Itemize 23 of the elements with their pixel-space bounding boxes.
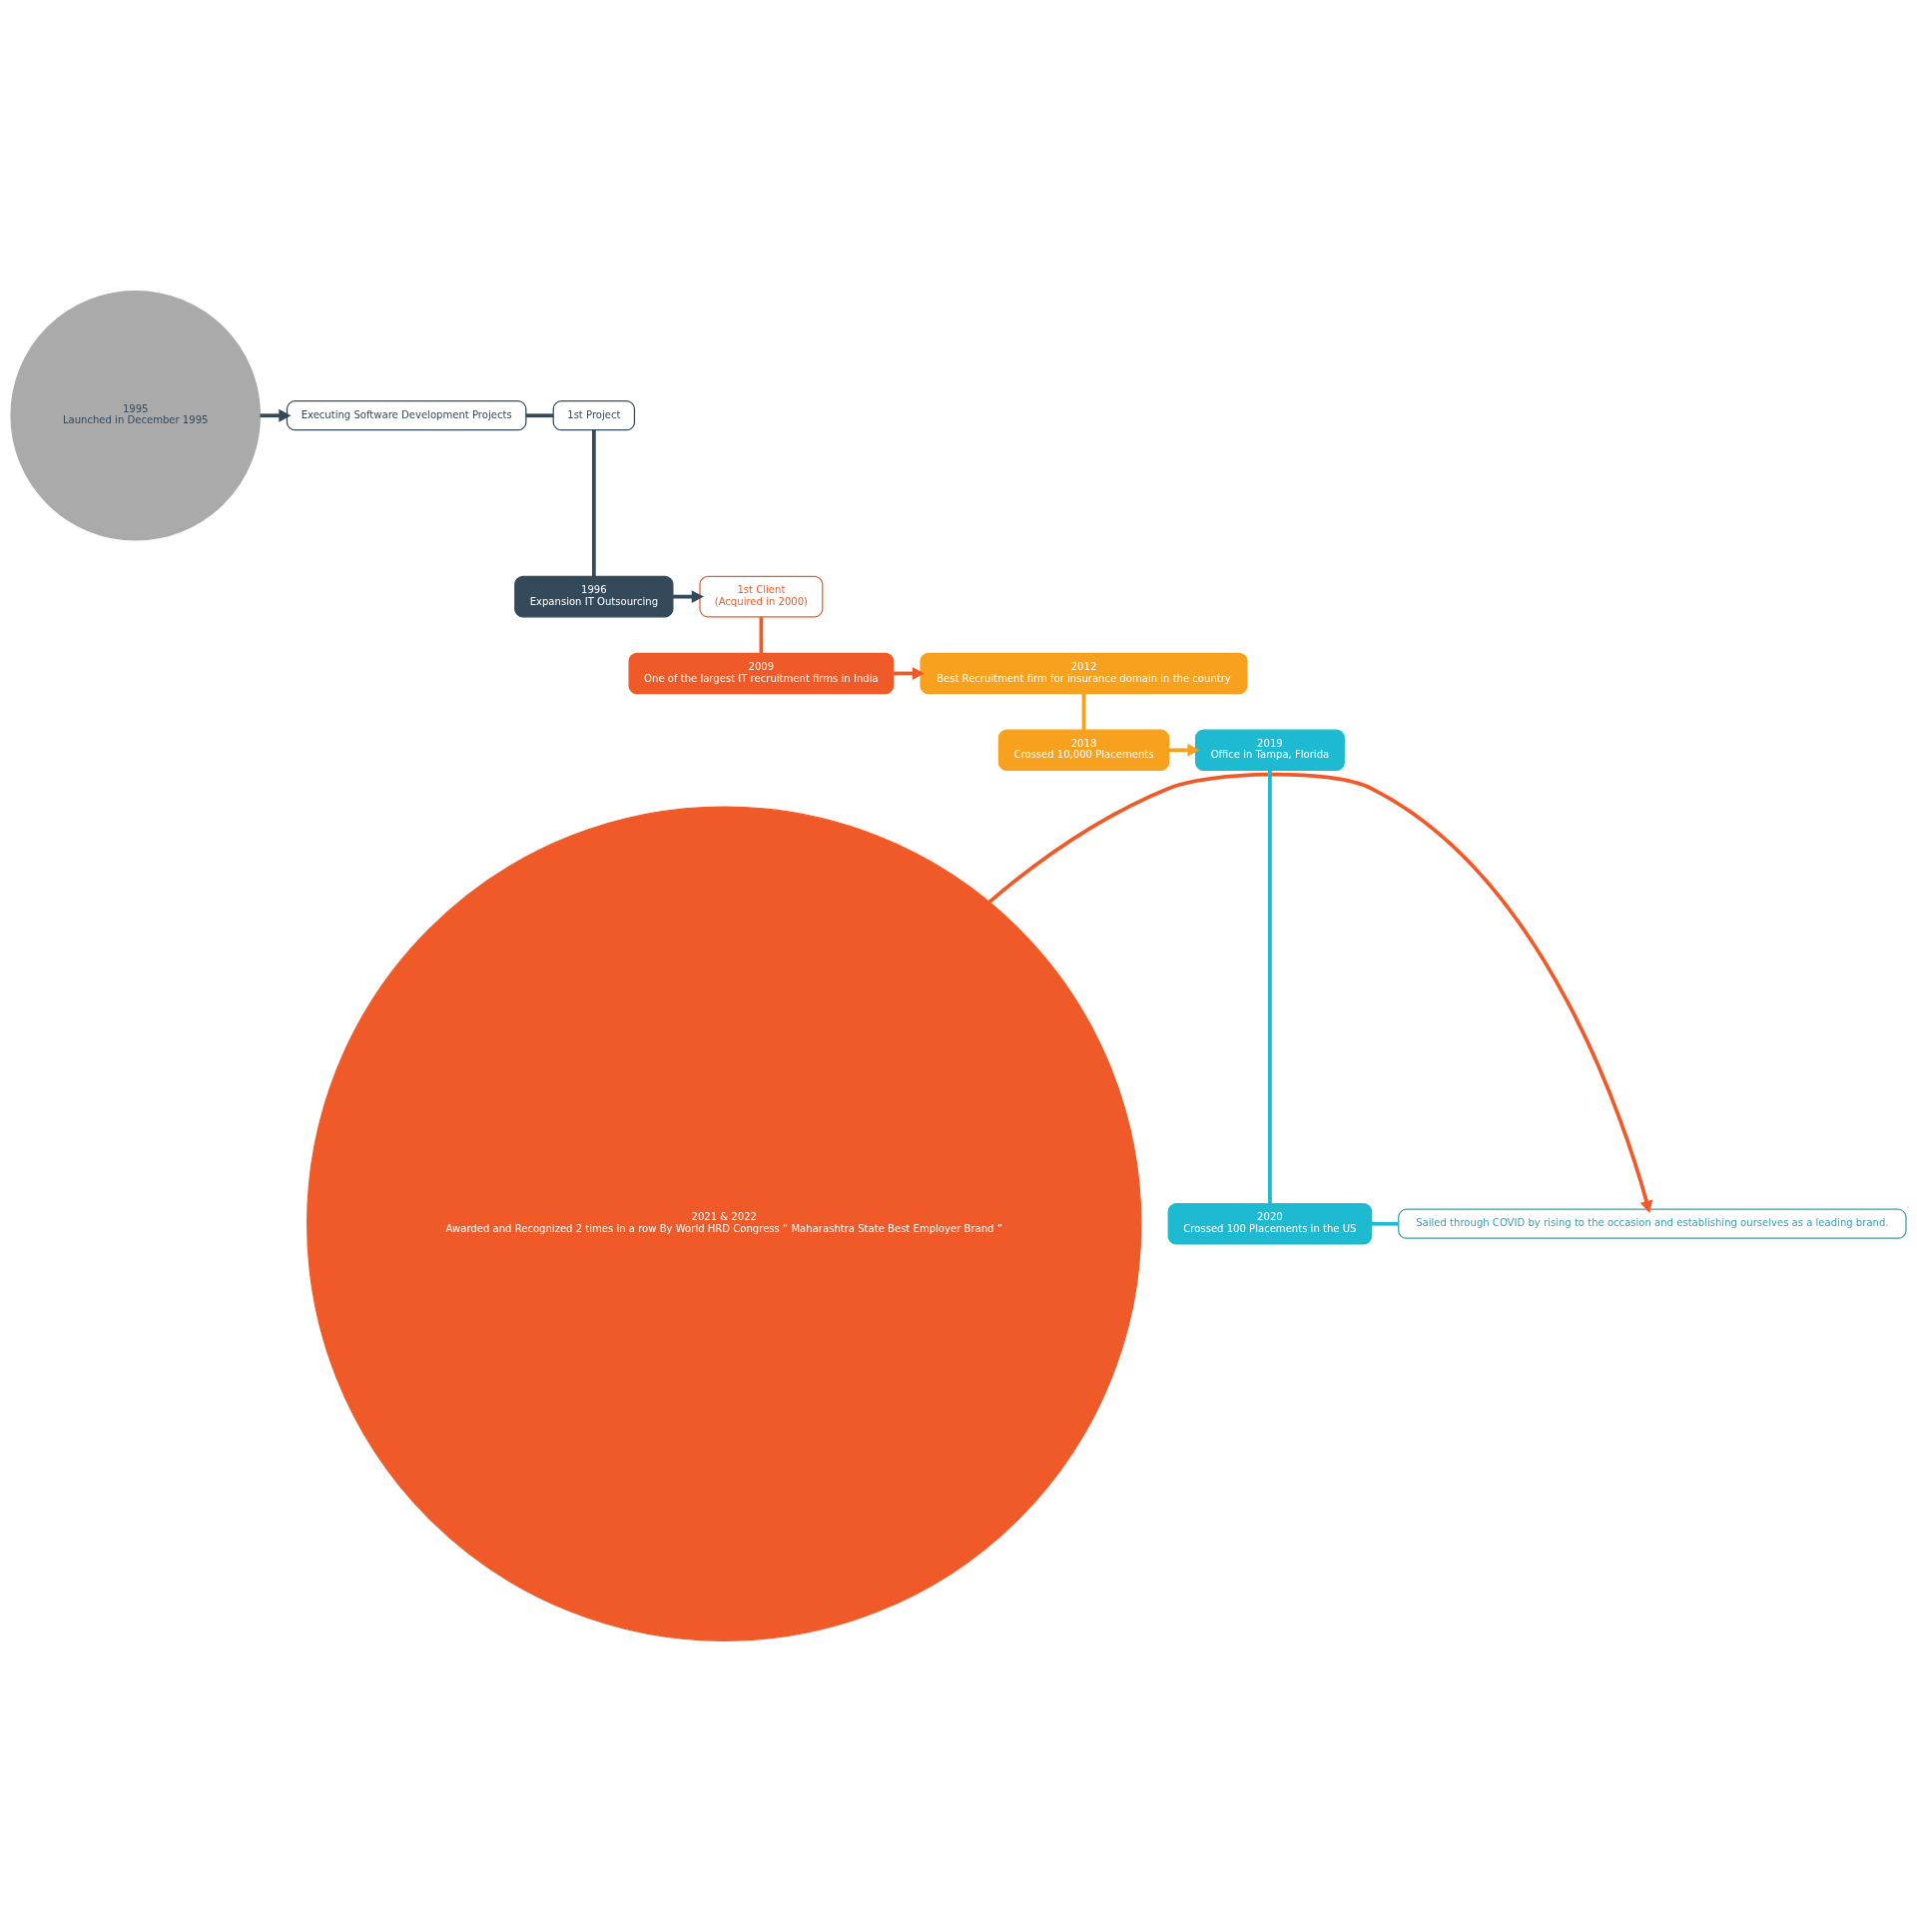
node-circle: 2021 & 2022 Awarded and Recognized 2 times in a row By World HRD Congress “ Maharashtra State Best Employer Brand ” <box>307 806 1142 1641</box>
node-box: 2019 Office in Tampa, Florida <box>1194 729 1345 772</box>
node-circle: 1995 Launched in December 1995 <box>10 290 261 541</box>
node-box: 2009 One of the largest IT recruitment firms in India <box>628 652 895 695</box>
node-box: Sailed through COVID by rising to the occasion and establishing ourselves as a leading brand. <box>1398 1208 1907 1239</box>
node-box: 2018 Crossed 10,000 Placements <box>997 729 1170 772</box>
node-box: 2020 Crossed 100 Placements in the US <box>1167 1202 1373 1245</box>
connector <box>1371 1221 1399 1226</box>
connector <box>1081 693 1086 731</box>
connector <box>1268 770 1272 1204</box>
node-box: 1st Project <box>552 400 636 431</box>
arrow <box>893 667 925 680</box>
node-box: 1996 Expansion IT Outsourcing <box>514 575 674 618</box>
connector <box>759 616 764 654</box>
arrow <box>260 408 292 422</box>
arrow <box>987 772 1653 1213</box>
connector <box>591 430 596 577</box>
node-box: Executing Software Development Projects <box>286 400 527 431</box>
arrow <box>1168 743 1200 757</box>
node-box: 2012 Best Recruitment firm for insurance domain in the country <box>920 652 1248 695</box>
connector <box>525 413 554 418</box>
arrow <box>673 590 705 604</box>
node-box: 1st Client (Acquired in 2000) <box>699 575 824 618</box>
